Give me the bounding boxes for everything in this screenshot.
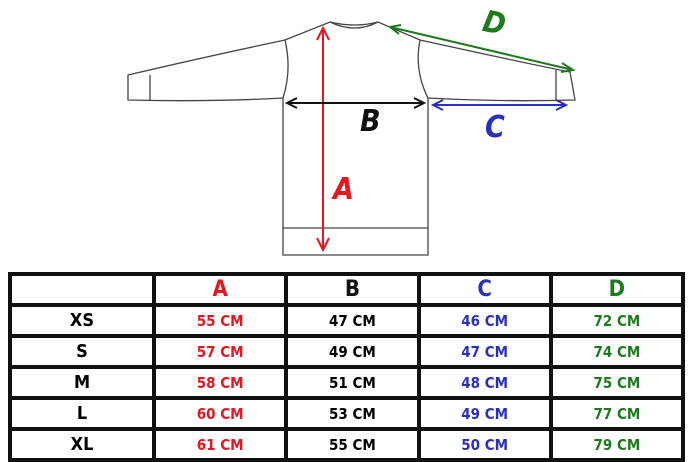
cell-b: 55 CM — [284, 427, 421, 462]
header-c: C — [416, 272, 553, 307]
cell-d: 77 CM — [548, 396, 686, 431]
cell-a: 61 CM — [151, 427, 289, 462]
table-row: XL 61 CM 55 CM 50 CM 79 CM — [8, 427, 686, 462]
size-cell: L — [8, 396, 156, 431]
cell-d: 72 CM — [548, 303, 686, 338]
cell-d: 74 CM — [548, 334, 686, 369]
cell-c: 48 CM — [416, 365, 553, 400]
sweater-diagram — [127, 21, 576, 256]
measure-arrows — [284, 24, 576, 253]
cell-b: 47 CM — [284, 303, 421, 338]
size-cell: M — [8, 365, 156, 400]
size-cell: XS — [8, 303, 156, 338]
cell-c: 46 CM — [416, 303, 553, 338]
label-b: B — [360, 104, 381, 139]
cell-b: 51 CM — [284, 365, 421, 400]
cell-c: 49 CM — [416, 396, 553, 431]
header-b: B — [284, 272, 421, 307]
table-row: S 57 CM 49 CM 47 CM 74 CM — [8, 334, 686, 369]
header-row: A B C D — [8, 272, 686, 307]
table-row: L 60 CM 53 CM 49 CM 77 CM — [8, 396, 686, 431]
table-row: M 58 CM 51 CM 48 CM 75 CM — [8, 365, 686, 400]
header-d: D — [548, 272, 686, 307]
arrow-d — [389, 26, 574, 71]
cell-c: 50 CM — [416, 427, 553, 462]
size-table: A B C D XS 55 CM 47 CM 46 CM 72 CM S 57 … — [8, 272, 686, 462]
label-a: A — [333, 172, 354, 207]
label-c: C — [485, 110, 505, 145]
cell-a: 57 CM — [151, 334, 289, 369]
cell-b: 53 CM — [284, 396, 421, 431]
size-cell: S — [8, 334, 156, 369]
size-cell: XL — [8, 427, 156, 462]
table-row: XS 55 CM 47 CM 46 CM 72 CM — [8, 303, 686, 338]
cell-b: 49 CM — [284, 334, 421, 369]
cell-d: 75 CM — [548, 365, 686, 400]
cell-a: 55 CM — [151, 303, 289, 338]
header-size — [8, 272, 156, 307]
sweater-outline — [127, 21, 576, 256]
cell-a: 58 CM — [151, 365, 289, 400]
cell-d: 79 CM — [548, 427, 686, 462]
cell-a: 60 CM — [151, 396, 289, 431]
cell-c: 47 CM — [416, 334, 553, 369]
header-a: A — [151, 272, 289, 307]
